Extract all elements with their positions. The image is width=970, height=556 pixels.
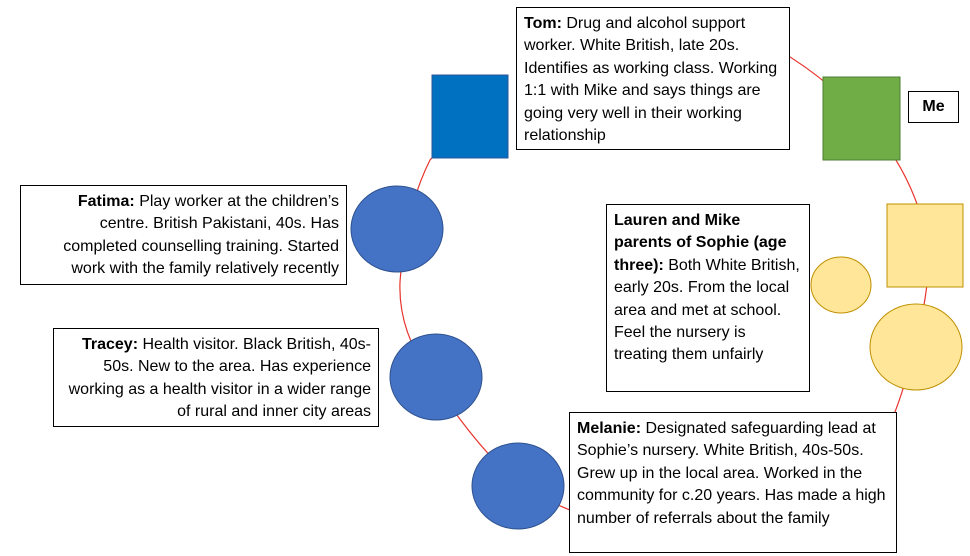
tom-description: Drug and alcohol support worker. White B… [524, 15, 778, 145]
tracey-description: Health visitor. Black British, 40s-50s. … [68, 336, 371, 421]
me-label: Me [908, 91, 959, 123]
me-square [822, 76, 901, 161]
tom-name: Tom: [524, 15, 562, 32]
fatima-note: Fatima: Play worker at the children’s ce… [20, 185, 347, 285]
fatima-circle [350, 185, 444, 273]
sophie-circle [810, 256, 872, 314]
mike-square [886, 203, 964, 288]
tracey-circle [389, 333, 483, 421]
lauren-circle [869, 303, 963, 391]
lauren-mike-description: Both White British, early 20s. From the … [614, 256, 800, 364]
melanie-note: Melanie: Designated safeguarding lead at… [569, 412, 897, 553]
melanie-description: Designated safeguarding lead at Sophie’s… [577, 420, 886, 527]
lauren-mike-name: Lauren and Mike parents of Sophie (age t… [614, 212, 787, 274]
melanie-name: Melanie: [577, 420, 642, 437]
tracey-name: Tracey: [81, 336, 139, 353]
tom-square [431, 74, 509, 159]
tom-note: Tom: Drug and alcohol support worker. Wh… [516, 7, 790, 150]
melanie-circle [471, 442, 565, 530]
fatima-name: Fatima: [77, 193, 135, 210]
lauren-mike-note: Lauren and Mike parents of Sophie (age t… [606, 204, 810, 392]
tracey-note: Tracey: Health visitor. Black British, 4… [53, 328, 379, 427]
fatima-description: Play worker at the children’s centre. Br… [63, 193, 339, 278]
